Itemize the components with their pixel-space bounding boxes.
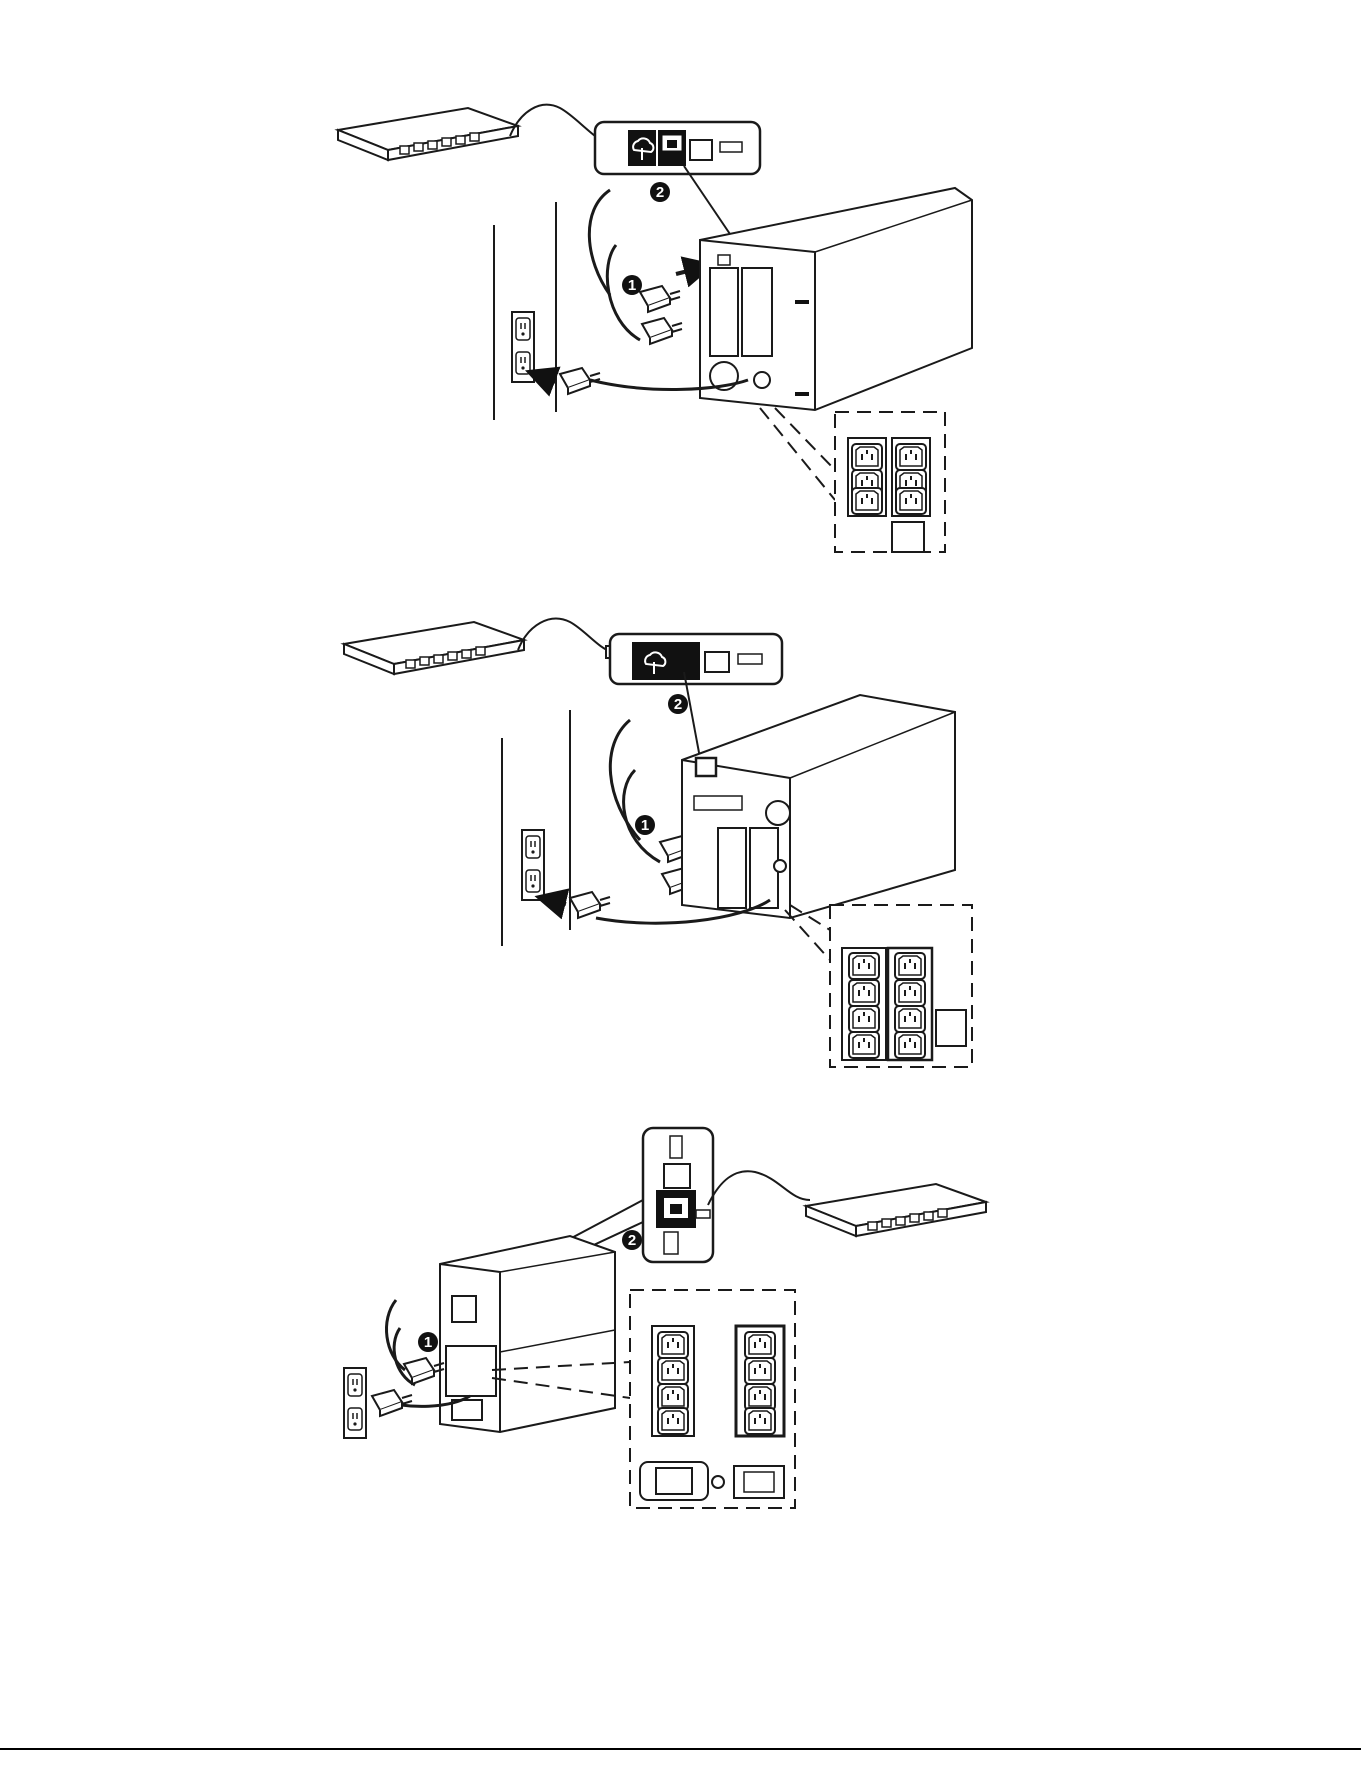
outlet-receptacle (849, 953, 879, 979)
ethernet-cable-icon (510, 105, 606, 143)
ethernet-cable-icon (518, 619, 612, 652)
outlet-receptacle (895, 1032, 925, 1058)
outlet-receptacle (658, 1384, 688, 1410)
outlet-receptacle (745, 1358, 775, 1384)
callout-1-label: 1 (424, 1334, 432, 1351)
network-switch-icon (806, 1184, 986, 1236)
ac-inlet (892, 522, 924, 552)
ups-unit-icon (700, 188, 972, 410)
callout-2-label: 2 (628, 1232, 636, 1249)
network-switch-icon (344, 622, 524, 674)
power-plug-icon (640, 286, 680, 312)
network-port-icon (705, 652, 729, 672)
outlet-receptacle (745, 1384, 775, 1410)
outlet-receptacle (745, 1408, 775, 1434)
outlet-receptacle (852, 444, 882, 470)
outlet-receptacle (745, 1332, 775, 1358)
wall-outlet-icon (522, 830, 544, 900)
wall-outlet-icon (344, 1368, 366, 1438)
panel-2: 2 1 (344, 619, 972, 1067)
callout-1-label: 1 (641, 817, 649, 834)
network-switch-icon (338, 108, 518, 160)
power-plug-icon (372, 1390, 412, 1416)
outlet-receptacle (849, 1006, 879, 1032)
outlet-receptacle (658, 1358, 688, 1384)
outlet-receptacle (895, 953, 925, 979)
outlet-receptacle (896, 444, 926, 470)
power-plug-icon (570, 892, 610, 918)
outlet-receptacle (896, 488, 926, 514)
usb-port-icon (738, 654, 762, 664)
ups-unit-icon (682, 695, 955, 918)
panel-3: 2 1 (344, 1128, 986, 1508)
outlet-receptacle (849, 1032, 879, 1058)
footer-rule (0, 1748, 1361, 1750)
outlet-receptacle (658, 1332, 688, 1358)
outlet-receptacle (895, 1006, 925, 1032)
ethernet-cable-icon (708, 1171, 810, 1205)
usb-port-icon (720, 142, 742, 152)
wall-outlet-icon (512, 312, 534, 382)
outlet-receptacle (852, 488, 882, 514)
power-plug-icon (404, 1358, 444, 1384)
power-plug-icon (642, 318, 682, 344)
outlet-receptacle (895, 980, 925, 1006)
outlet-receptacle (658, 1408, 688, 1434)
power-plug-icon (560, 368, 600, 394)
callout-2-label: 2 (656, 184, 664, 201)
callout-2-label: 2 (674, 696, 682, 713)
panel-1: 2 1 (338, 105, 972, 552)
outlet-receptacle (849, 980, 879, 1006)
ups-unit-icon (440, 1236, 615, 1432)
usb-port-icon (670, 1136, 682, 1158)
ac-inlet (936, 1010, 966, 1046)
callout-1-label: 1 (628, 277, 636, 294)
